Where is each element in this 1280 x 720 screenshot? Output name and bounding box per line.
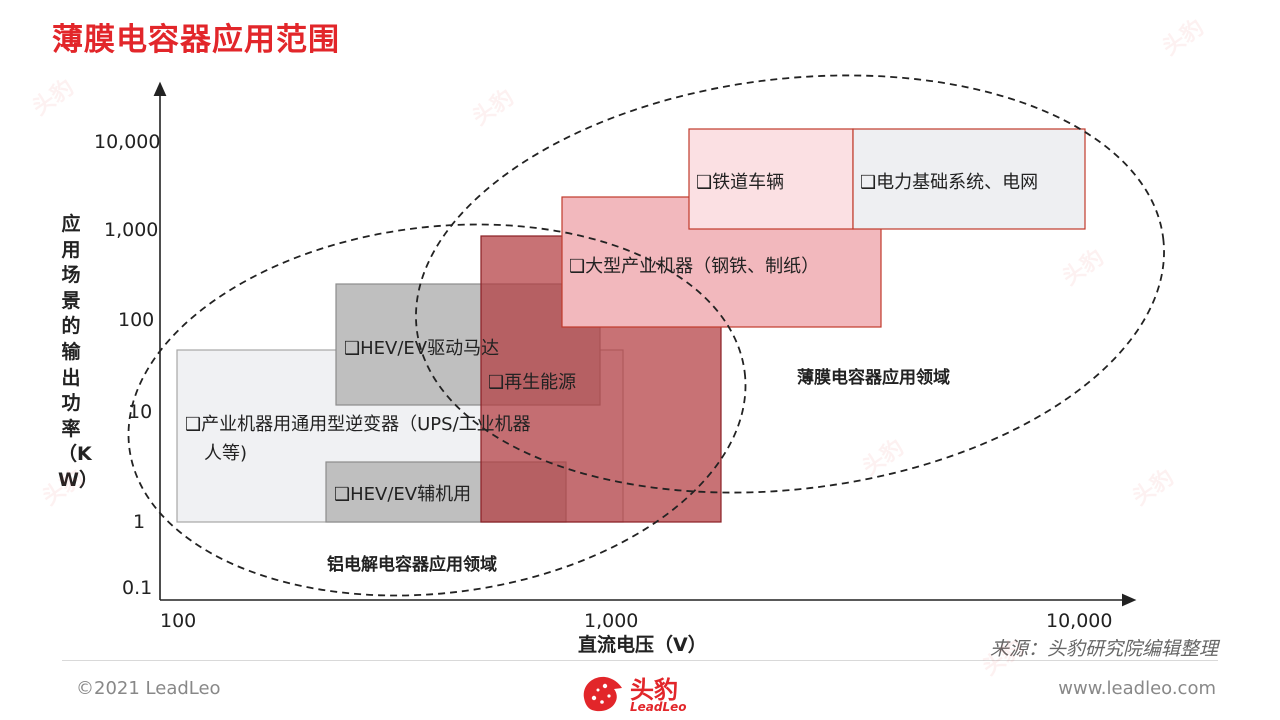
x-tick-10000: 10,000 — [1046, 610, 1112, 632]
box-label-industrial-inverter: ❑产业机器用通用型逆变器（UPS/工业机器 — [185, 414, 531, 435]
copyright-text: ©2021 LeadLeo — [76, 678, 221, 699]
brand-logo: 头豹 LeadLeo — [578, 666, 708, 718]
box-label-large-industrial-machinery: ❑大型产业机器（钢铁、制纸） — [569, 256, 819, 277]
y-tick-10: 10 — [128, 401, 152, 423]
film-capacitor-region-label: 薄膜电容器应用领域 — [797, 367, 950, 388]
y-tick-0-1: 0.1 — [122, 577, 152, 599]
source-note: 来源：头豹研究院编辑整理 — [989, 638, 1218, 660]
page-title: 薄膜电容器应用范围 — [52, 22, 340, 58]
box-label-renewable-energy: ❑再生能源 — [488, 372, 576, 393]
x-tick-1000: 1,000 — [584, 610, 638, 632]
aluminum-electrolytic-region — [127, 223, 747, 597]
y-tick-1000: 1,000 — [104, 219, 158, 241]
box-power-grid — [852, 128, 1086, 230]
y-tick-10000: 10,000 — [94, 131, 160, 153]
y-tick-100: 100 — [118, 309, 154, 331]
box-railway-vehicles — [688, 128, 854, 230]
box-label-industrial-inverter-line2: 人等) — [204, 443, 247, 464]
box-label-hev-ev-auxiliary: ❑HEV/EV辅机用 — [334, 484, 471, 505]
footer-divider — [62, 660, 1218, 661]
y-axis-label: 应用场景的输出功率（KW） — [58, 213, 98, 491]
box-label-railway-vehicles: ❑铁道车辆 — [696, 172, 784, 193]
x-tick-100: 100 — [160, 610, 196, 632]
y-tick-1: 1 — [133, 511, 145, 533]
website-link[interactable]: www.leadleo.com — [1058, 678, 1216, 699]
x-axis-label: 直流电压（V） — [578, 634, 707, 656]
brand-name: 头豹 — [630, 676, 678, 704]
brand-name-en: LeadLeo — [630, 700, 687, 714]
box-label-power-grid: ❑电力基础系统、电网 — [860, 172, 1038, 193]
leopard-logo-icon — [583, 676, 622, 712]
film-capacitor-region — [415, 74, 1165, 494]
aluminum-electrolytic-region-label: 铝电解电容器应用领域 — [327, 554, 497, 575]
